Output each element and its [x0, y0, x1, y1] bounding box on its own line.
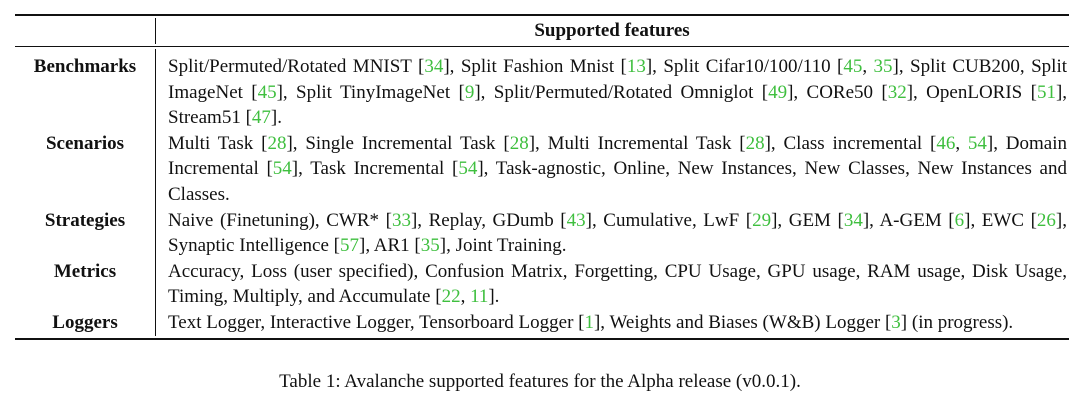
citation-link[interactable]: 34: [843, 209, 863, 231]
row-label: Benchmarks: [33, 56, 137, 77]
feature-text: ], GEM [: [771, 209, 844, 231]
feature-text: ], Domain Incremental [: [168, 132, 1068, 180]
table-row: Strategies Naive (Finetuning), CWR* [33],…: [15, 208, 1069, 259]
citation-link[interactable]: 13: [626, 56, 646, 77]
header-empty-cell: [15, 16, 155, 46]
citation-link[interactable]: 34: [424, 56, 444, 77]
table-body: Benchmarks Split/Permuted/Rotated MNIST […: [15, 47, 1069, 338]
feature-text: Multi Task [: [168, 132, 268, 154]
citation-link[interactable]: 47: [251, 107, 271, 129]
citation-link[interactable]: 57: [340, 235, 359, 257]
header-rule: [15, 46, 1069, 47]
citation-link[interactable]: 32: [887, 81, 907, 103]
feature-text: ], Split Cifar10/100/110 [: [645, 56, 844, 77]
row-features: Split/Permuted/Rotated MNIST [34], Split…: [155, 54, 1069, 131]
feature-text: Accuracy, Loss (user specified), Confusi…: [168, 260, 1067, 308]
feature-text: ], Task-agnostic, Online, New Instances,…: [168, 158, 1067, 205]
bottom-rule: [15, 337, 1069, 340]
table-header-row: Supported features: [15, 16, 1069, 46]
feature-text: Split/Permuted/Rotated MNIST [: [168, 56, 425, 77]
citation-link[interactable]: 43: [566, 209, 586, 231]
citation-link[interactable]: 11: [470, 286, 489, 308]
citation-link[interactable]: 54: [967, 132, 987, 154]
citation-link[interactable]: 9: [464, 81, 475, 103]
feature-text: ], Split TinyImageNet [: [276, 81, 465, 103]
table-row: Benchmarks Split/Permuted/Rotated MNIST […: [15, 54, 1069, 131]
row-label: Metrics: [53, 260, 117, 282]
feature-text: ], Class incremental [: [764, 132, 937, 154]
citation-link[interactable]: 28: [745, 132, 765, 154]
citation-link[interactable]: 54: [272, 158, 292, 180]
feature-text: Naive (Finetuning), CWR* [: [168, 209, 392, 231]
feature-text: ], OpenLORIS [: [906, 81, 1037, 103]
feature-text: ,: [460, 286, 471, 308]
row-features: Naive (Finetuning), CWR* [33], Replay, G…: [155, 208, 1069, 259]
feature-text: ,: [955, 132, 968, 154]
citation-link[interactable]: 1: [584, 311, 594, 333]
feature-text: ], Cumulative, LwF [: [585, 209, 753, 231]
header-supported-features: Supported features: [534, 20, 690, 41]
feature-text: ], Task Incremental [: [291, 158, 459, 180]
citation-link[interactable]: 29: [752, 209, 772, 231]
feature-text: ].: [270, 107, 282, 129]
citation-link[interactable]: 46: [936, 132, 956, 154]
feature-text: Text Logger, Interactive Logger, Tensorb…: [168, 311, 585, 333]
feature-text: ], Single Incremental Task [: [286, 132, 510, 154]
citation-link[interactable]: 28: [509, 132, 529, 154]
row-features: Multi Task [28], Single Incremental Task…: [155, 131, 1069, 208]
feature-text: ].: [488, 286, 500, 308]
citation-link[interactable]: 35: [420, 235, 440, 257]
citation-link[interactable]: 45: [257, 81, 277, 103]
feature-text: ], Split/Permuted/Rotated Omniglot [: [474, 81, 769, 103]
row-label: Strategies: [44, 209, 126, 231]
top-rule: [15, 14, 1069, 16]
citation-link[interactable]: 26: [1036, 209, 1056, 231]
feature-text: ], Replay, GDumb [: [410, 209, 567, 231]
row-label: Loggers: [52, 311, 118, 333]
row-features: Text Logger, Interactive Logger, Tensorb…: [155, 310, 1069, 336]
row-label: Scenarios: [45, 132, 125, 154]
citation-link[interactable]: 45: [843, 56, 863, 77]
feature-text: ], Joint Training.: [439, 235, 567, 257]
table-caption: Table 1: Avalanche supported features fo…: [279, 371, 801, 392]
feature-text: ], Weights and Biases (W&B) Logger [: [593, 311, 892, 333]
feature-text: ], EWC [: [964, 209, 1037, 231]
citation-link[interactable]: 33: [391, 209, 411, 231]
feature-text: ], Multi Incremental Task [: [528, 132, 746, 154]
table-row: Loggers Text Logger, Interactive Logger, …: [15, 310, 1069, 336]
feature-text: ,: [862, 56, 874, 77]
citation-link[interactable]: 3: [891, 311, 901, 333]
feature-text: ], A-GEM [: [862, 209, 955, 231]
features-table: Supported features Benchmarks Split/Permu…: [15, 14, 1069, 340]
citation-link[interactable]: 51: [1036, 81, 1056, 103]
row-features: Accuracy, Loss (user specified), Confusi…: [155, 259, 1069, 310]
table-row: Metrics Accuracy, Loss (user specified), …: [15, 259, 1069, 310]
feature-text: ], AR1 [: [359, 235, 421, 257]
citation-link[interactable]: 49: [768, 81, 788, 103]
citation-link[interactable]: 28: [267, 132, 287, 154]
feature-text: ], Split Fashion Mnist [: [443, 56, 627, 77]
feature-text: ], Synaptic Intelligence [: [168, 209, 1067, 257]
column-divider: [155, 18, 156, 44]
citation-link[interactable]: 6: [954, 209, 965, 231]
citation-link[interactable]: 35: [873, 56, 893, 77]
feature-text: ] (in progress).: [900, 311, 1014, 333]
citation-link[interactable]: 22: [441, 286, 461, 308]
feature-text: ], Stream51 [: [168, 81, 1068, 129]
citation-link[interactable]: 54: [458, 158, 478, 180]
feature-text: ], CORe50 [: [787, 81, 888, 103]
feature-text: ], Split CUB200, Split ImageNet [: [168, 56, 1068, 103]
column-divider: [155, 49, 156, 336]
